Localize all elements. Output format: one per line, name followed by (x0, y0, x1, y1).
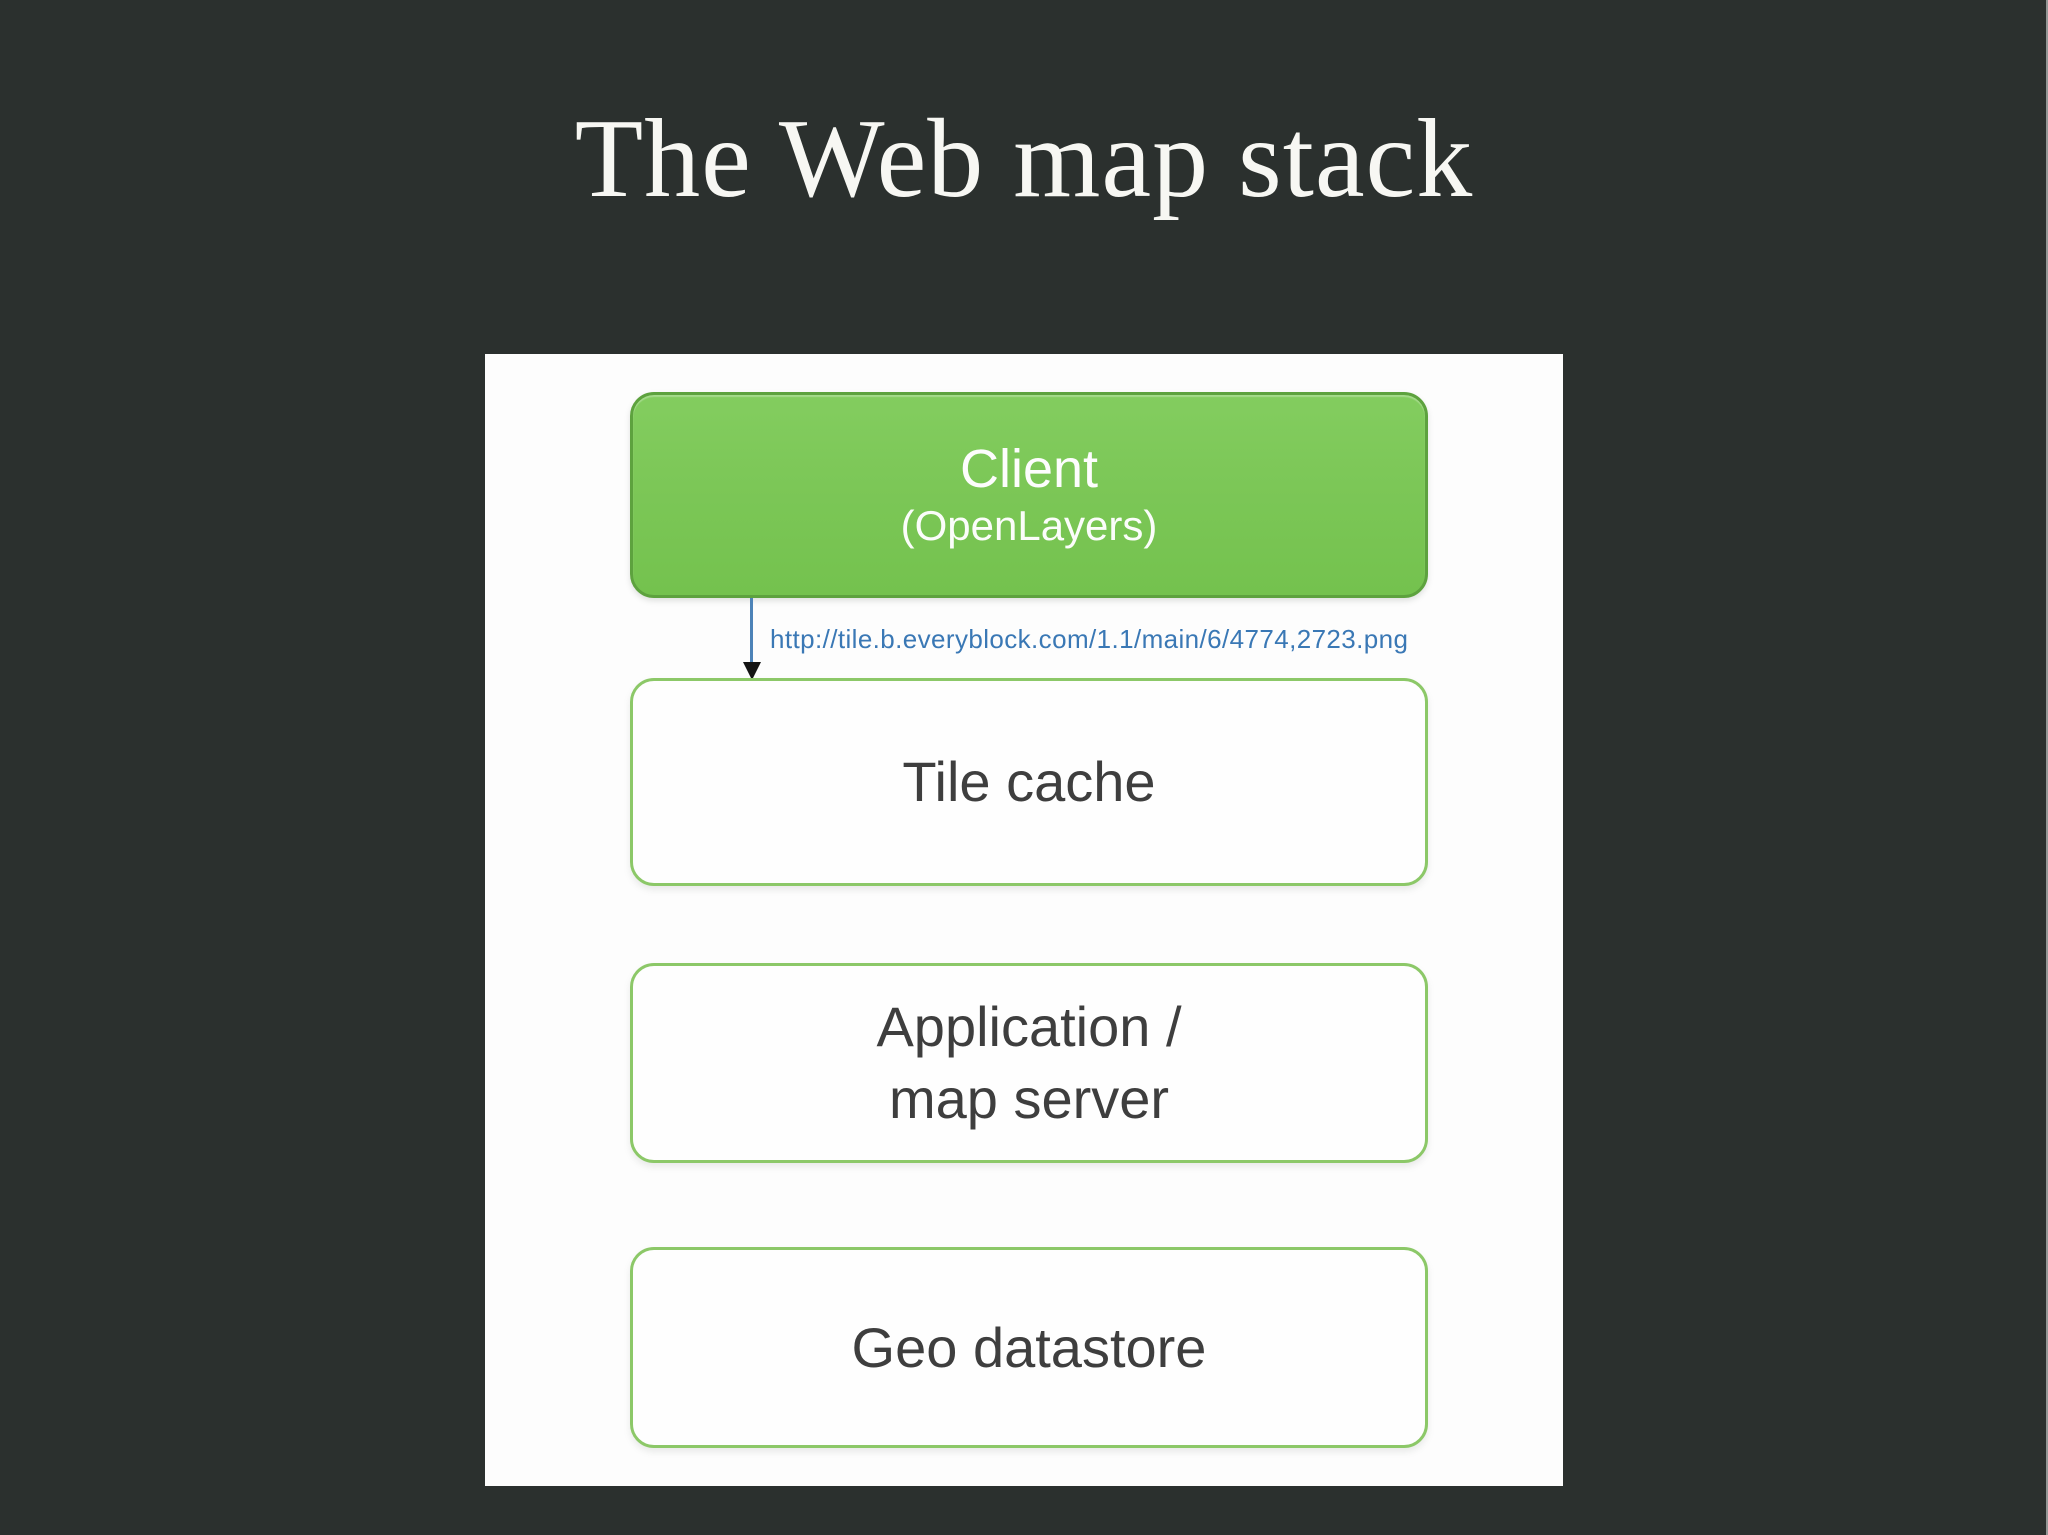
request-url-label: http://tile.b.everyblock.com/1.1/main/6/… (770, 624, 1409, 654)
arrow-down-icon (743, 662, 761, 680)
node-tile-cache: Tile cache (630, 678, 1428, 886)
node-application-label-line2: map server (888, 1067, 1170, 1130)
node-client-label: Client (959, 439, 1099, 499)
node-application-label-line1: Application / (876, 995, 1182, 1058)
screen-right-edge-artifact (2046, 0, 2048, 1535)
node-geo-datastore: Geo datastore (630, 1247, 1428, 1448)
node-application-map-server: Application / map server (630, 963, 1428, 1163)
edge-client-to-tilecache-line (750, 598, 753, 664)
diagram-panel: Client (OpenLayers) http://tile.b.everyb… (485, 354, 1563, 1486)
node-client-sublabel: (OpenLayers) (900, 502, 1158, 549)
node-client: Client (OpenLayers) (630, 392, 1428, 598)
node-tile-cache-label: Tile cache (902, 750, 1156, 813)
slide-title: The Web map stack (574, 97, 1474, 221)
node-geo-datastore-label: Geo datastore (851, 1315, 1207, 1379)
